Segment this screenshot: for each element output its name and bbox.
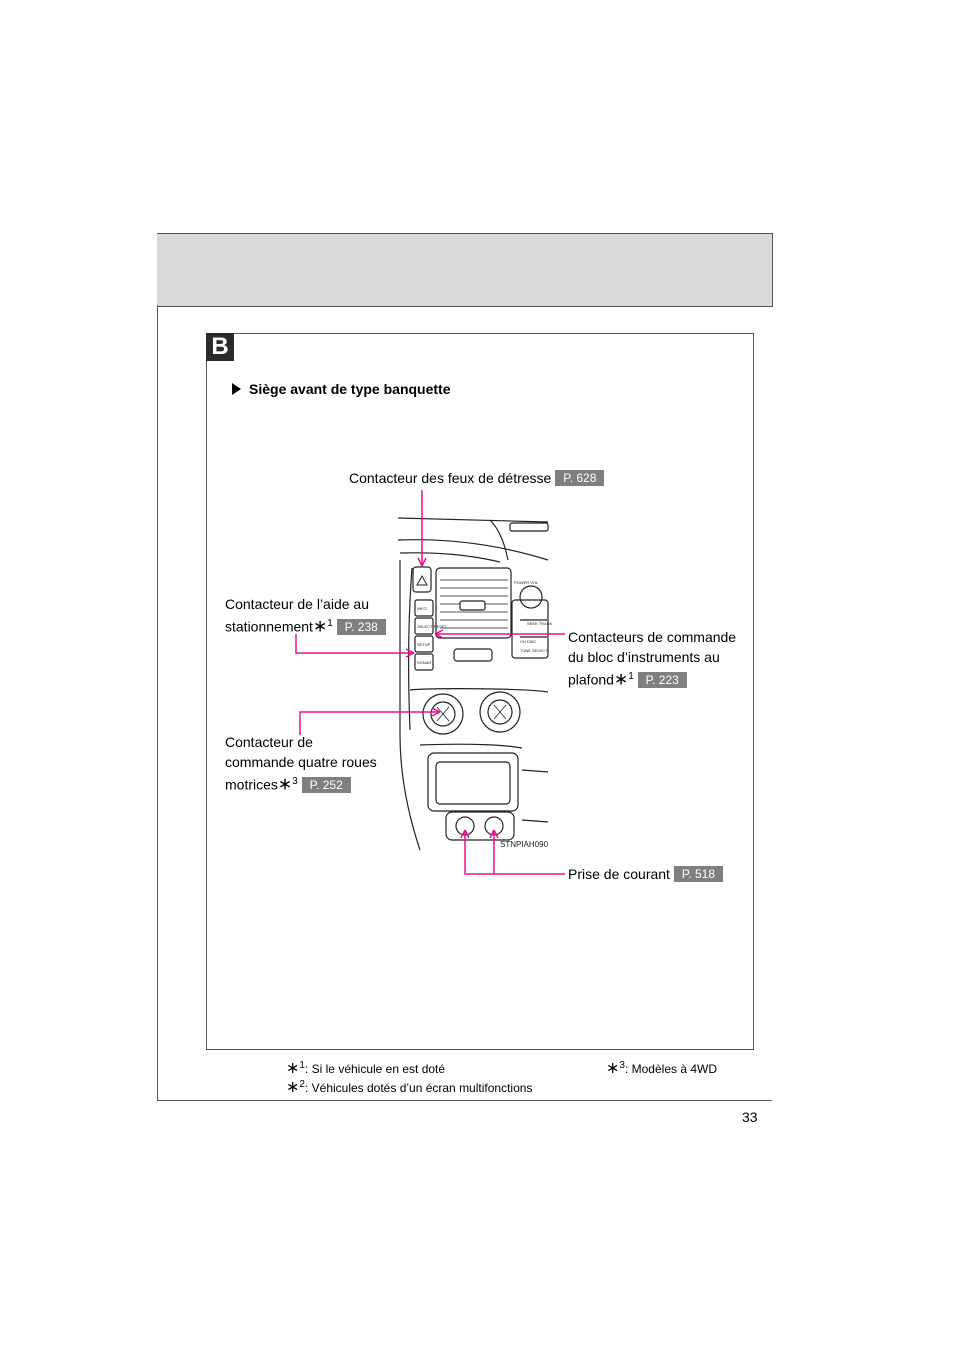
asterisk-icon: ∗ xyxy=(277,774,293,794)
overhead-line3: plafond xyxy=(568,671,614,688)
footnote-3: ∗3: Modèles à 4WD xyxy=(606,1058,717,1078)
sonar-label: SONAR xyxy=(417,660,431,665)
hazard-switch xyxy=(412,566,432,593)
illustration-frame xyxy=(206,333,754,1050)
ch-disc-label: CH DISC xyxy=(520,639,537,644)
footnote-2-text: : Véhicules dotés d’un écran multifoncti… xyxy=(304,1081,533,1095)
hazard-callout: Contacteur des feux de détresse P. 628 xyxy=(349,468,605,488)
asterisk-icon: ∗ xyxy=(312,616,328,636)
page-number: 33 xyxy=(742,1109,758,1125)
asterisk-icon: ∗ xyxy=(606,1060,620,1077)
parking-line2: stationnement xyxy=(225,618,313,635)
seek-track-label: SEEK TRACK xyxy=(527,621,553,626)
overhead-callout: Contacteurs de commande du bloc d’instru… xyxy=(568,627,736,690)
hazard-label: Contacteur des feux de détresse xyxy=(349,470,552,486)
power-vol-knob xyxy=(519,585,543,609)
footnote-1-num: 1 xyxy=(299,1060,305,1071)
section-heading-text: Siège avant de type banquette xyxy=(249,381,451,397)
page-rule xyxy=(157,305,158,1101)
triangle-bullet-icon xyxy=(232,383,241,395)
dash-top-line xyxy=(397,517,549,523)
leader-4wd xyxy=(299,711,440,735)
asterisk-icon: ∗ xyxy=(286,1079,300,1096)
power-outlet-page-ref: P. 518 xyxy=(673,866,723,882)
overhead-note: 1 xyxy=(628,671,634,682)
footnote-3-text: : Modèles à 4WD xyxy=(624,1062,718,1076)
footnote-2: ∗2: Véhicules dotés d’un écran multifonc… xyxy=(286,1077,532,1097)
four-wd-line3: motrices xyxy=(225,776,278,793)
asterisk-icon: ∗ xyxy=(613,669,629,689)
setup-label: SETUP xyxy=(417,642,431,647)
power-vol-label: POWER VOL xyxy=(514,580,539,585)
footnote-2-num: 2 xyxy=(299,1079,305,1090)
fan-knob-outer xyxy=(479,691,521,733)
section-heading: Siège avant de type banquette xyxy=(232,381,451,397)
tune-select-label: TUNE SELECT xyxy=(520,648,548,653)
select-reset-label: SELECT RESET xyxy=(417,624,447,629)
hazard-page-ref: P. 628 xyxy=(555,470,605,486)
four-wd-page-ref: P. 252 xyxy=(301,776,351,793)
select-reset-button xyxy=(414,617,434,635)
footnote-1-text: : Si le véhicule en est doté xyxy=(304,1062,446,1076)
four-wd-callout: Contacteur de commande quatre roues motr… xyxy=(225,732,377,795)
4wd-knob-outer xyxy=(422,693,464,735)
info-button-label: INFO xyxy=(417,606,427,611)
parking-line1: Contacteur de l’aide au xyxy=(225,596,369,612)
overhead-line1: Contacteurs de commande xyxy=(568,629,737,645)
parking-note: 1 xyxy=(327,618,333,629)
setup-button xyxy=(414,635,434,653)
sonar-button xyxy=(414,653,434,671)
parking-assist-callout: Contacteur de l’aide au stationnement∗1 … xyxy=(225,594,386,637)
overhead-line2: du bloc d’instruments au xyxy=(568,649,720,665)
leader-parking xyxy=(295,634,414,654)
power-outlet-label: Prise de courant xyxy=(568,866,670,882)
asterisk-icon: ∗ xyxy=(286,1060,300,1077)
footnote-1: ∗1: Si le véhicule en est doté xyxy=(286,1058,445,1078)
power-outlet-callout: Prise de courant P. 518 xyxy=(568,864,723,884)
section-badge: B xyxy=(206,333,234,361)
center-vent xyxy=(435,567,512,639)
illustration-code: STNPIAH090 xyxy=(500,840,549,849)
footnote-3-num: 3 xyxy=(619,1060,625,1071)
four-wd-note: 3 xyxy=(292,776,298,787)
header-band xyxy=(157,233,773,307)
leader-outlet xyxy=(464,830,565,875)
leader-lines xyxy=(295,490,565,875)
info-button xyxy=(414,599,434,617)
bottom-rule xyxy=(157,1100,772,1101)
four-wd-line2: commande quatre roues xyxy=(225,754,377,770)
overhead-page-ref: P. 223 xyxy=(637,671,687,688)
storage-pocket xyxy=(427,752,519,812)
parking-page-ref: P. 238 xyxy=(336,618,386,635)
four-wd-line1: Contacteur de xyxy=(225,734,313,750)
